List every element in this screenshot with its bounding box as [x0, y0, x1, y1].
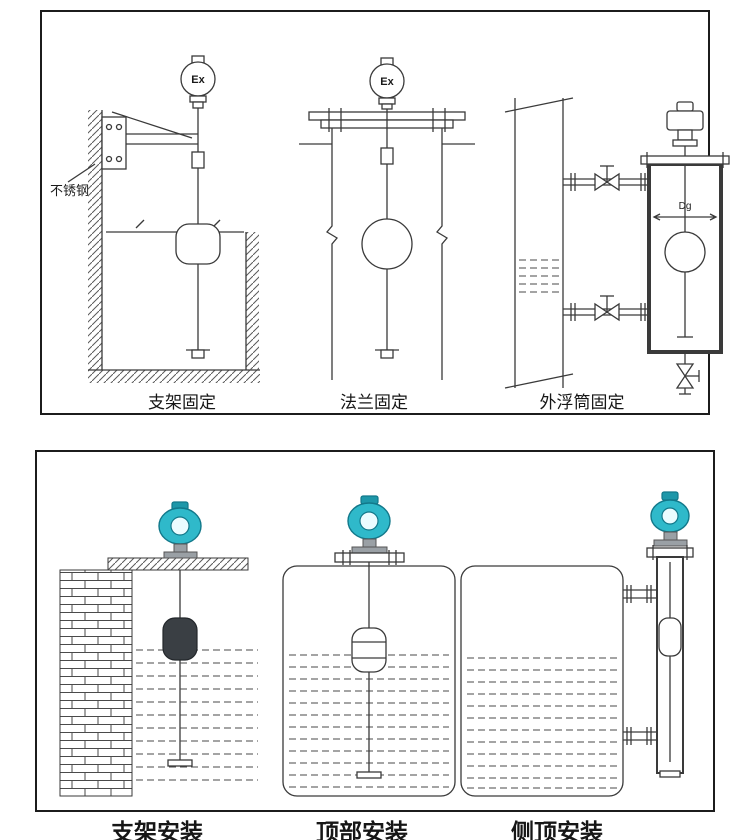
tank-walls	[299, 128, 475, 380]
transmitter-head: Ex	[369, 57, 405, 110]
ex-label: Ex	[380, 76, 394, 88]
tube-end-plate	[659, 770, 681, 778]
stem-coupling	[191, 151, 205, 169]
tank-floor	[88, 369, 260, 383]
float	[175, 223, 221, 265]
bracket-fixing-drawing: Ex 不锈钢	[50, 55, 260, 383]
float	[162, 617, 198, 661]
stem-end-plate	[356, 771, 382, 779]
ex-label: Ex	[191, 74, 205, 86]
stainless-steel-label: 不锈钢	[50, 183, 89, 198]
tank-right-wall	[245, 232, 259, 370]
transmitter	[650, 491, 690, 547]
top-installation-drawing	[282, 495, 456, 797]
material-callout: 不锈钢	[50, 163, 96, 198]
transmitter-head	[666, 101, 704, 156]
float	[658, 617, 682, 657]
water-surface	[106, 219, 244, 233]
flange-fixing-drawing: Ex	[299, 57, 475, 380]
water	[136, 649, 258, 781]
top-connection-pipe	[563, 173, 649, 191]
stem-coupling	[380, 147, 394, 165]
installation-captions: 支架安装 顶部安装 侧顶安装	[35, 813, 715, 840]
brick-wall	[59, 569, 133, 797]
stem-end-stop	[375, 349, 399, 359]
top-side-pipe	[623, 585, 657, 603]
wall-bracket	[101, 111, 198, 170]
side-top-installation-drawing	[460, 491, 694, 797]
drain-valve	[675, 352, 700, 395]
tank-liquid-level	[519, 259, 559, 293]
bottom-side-pipe	[623, 727, 657, 745]
support-platform	[107, 557, 249, 571]
bottom-connection-pipe	[563, 303, 649, 321]
tank	[460, 565, 624, 797]
caption-top-installation: 顶部安装	[316, 819, 408, 840]
float	[664, 231, 706, 273]
mounting-wall	[88, 110, 103, 370]
caption-bracket-installation: 支架安装	[111, 819, 203, 840]
fixing-methods-panel: Ex 不锈钢	[40, 10, 730, 415]
stem-end-stop	[186, 349, 210, 359]
caption-side-top-installation: 侧顶安装	[511, 819, 603, 840]
stem-end-plate	[167, 759, 193, 767]
external-chamber-fixing-drawing: Dg	[504, 97, 730, 395]
caption-external-chamber-fixing: 外浮筒固定	[539, 393, 625, 412]
float	[361, 218, 413, 270]
top-pipe-valve	[594, 165, 620, 192]
transmitter	[347, 495, 391, 554]
float	[351, 627, 387, 673]
caption-bracket-fixing: 支架固定	[148, 393, 216, 412]
water	[467, 657, 617, 789]
transmitter	[158, 501, 202, 559]
process-tank-wall	[504, 97, 574, 389]
bottom-pipe-valve	[594, 295, 620, 322]
installation-methods-panel	[35, 450, 715, 812]
caption-flange-fixing: 法兰固定	[340, 393, 408, 412]
bracket-installation-drawing	[59, 501, 258, 797]
transmitter-head: Ex	[180, 55, 216, 109]
